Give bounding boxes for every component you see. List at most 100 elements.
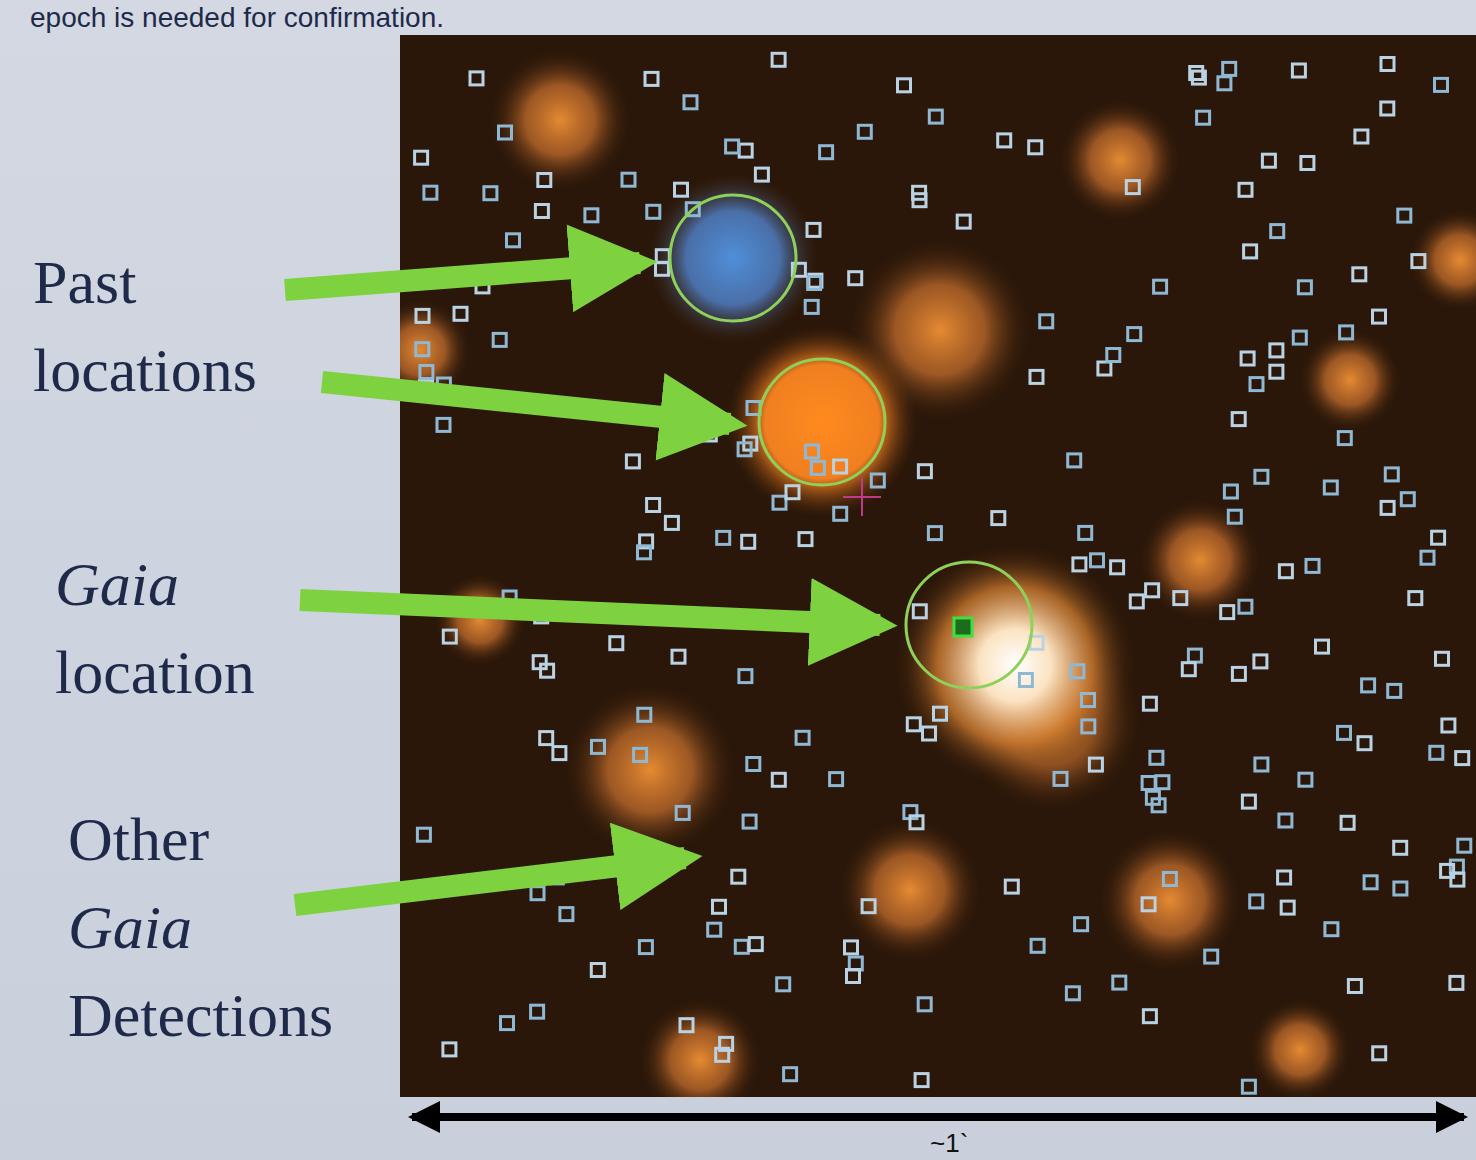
gaia-detection (1242, 1080, 1255, 1093)
gaia-detection (1293, 331, 1306, 344)
gaia-detection (1244, 245, 1257, 258)
source-glow (490, 50, 630, 190)
gaia-detection (1348, 980, 1361, 993)
gaia-detection (541, 664, 554, 677)
gaia-detection (1113, 976, 1126, 989)
gaia-detection (1075, 918, 1088, 931)
scale-label: ~1` (930, 1128, 968, 1158)
gaia-detection (1385, 468, 1398, 481)
gaia-detection (849, 272, 862, 285)
gaia-detection (1142, 898, 1155, 911)
gaia-detection (443, 630, 456, 643)
gaia-detection (957, 215, 970, 228)
gaia-detection (1458, 839, 1471, 852)
gaia-detection (1241, 352, 1254, 365)
gaia-detection (871, 474, 884, 487)
gaia-detection (1156, 776, 1169, 789)
gaia-detection (1381, 58, 1394, 71)
gaia-detection (622, 173, 635, 186)
gaia-detection (1066, 987, 1079, 1000)
callout-label: Gaialocation (55, 540, 255, 716)
gaia-detection (656, 262, 669, 275)
gaia-detection (1224, 485, 1237, 498)
gaia-detection (1388, 684, 1401, 697)
gaia-detection (796, 731, 809, 744)
gaia-detection (747, 758, 760, 771)
gaia-detection (773, 496, 786, 509)
gaia-detection (898, 79, 911, 92)
gaia-detection (1441, 864, 1454, 877)
gaia-detection (858, 125, 871, 138)
gaia-detection (1111, 561, 1124, 574)
gaia-detection (1430, 746, 1443, 759)
gaia-detection (1270, 344, 1283, 357)
gaia-detection (772, 773, 785, 786)
gaia-detection (1031, 939, 1044, 952)
gaia-detection (845, 941, 858, 954)
gaia-detection (540, 732, 553, 745)
gaia-detection (484, 187, 497, 200)
gaia-detection (560, 908, 573, 921)
gaia-detection (1040, 315, 1053, 328)
gaia-detection (1421, 551, 1434, 564)
header-text: epoch is needed for confirmation. (30, 2, 444, 34)
gaia-detection (1128, 328, 1141, 341)
gaia-detection (1091, 554, 1104, 567)
gaia-detection (735, 940, 748, 953)
gaia-detection (738, 443, 751, 456)
gaia-detection (739, 144, 752, 157)
gaia-detection (992, 512, 1005, 525)
gaia-detection (415, 151, 428, 164)
gaia-detection (1279, 565, 1292, 578)
gaia-detection (501, 1017, 514, 1030)
gaia-detection (1130, 595, 1143, 608)
gaia-detection (1190, 67, 1203, 80)
gaia-detection (1152, 799, 1165, 812)
gaia-detection (1353, 268, 1366, 281)
callout-label: OtherGaiaDetections (68, 795, 333, 1059)
gaia-detection (777, 978, 790, 991)
gaia-detection (786, 486, 799, 499)
gaia-detection (470, 72, 483, 85)
gaia-detection (675, 183, 688, 196)
gaia-detection (639, 941, 652, 954)
gaia-detection (1242, 795, 1255, 808)
gaia-detection (591, 964, 604, 977)
gaia-detection (1232, 667, 1245, 680)
gaia-detection (1373, 310, 1386, 323)
gaia-detection (1143, 697, 1156, 710)
gaia-detection (420, 366, 433, 379)
gaia-detection (610, 637, 623, 650)
gaia-detection (834, 460, 847, 473)
gaia-detection (1324, 481, 1337, 494)
gaia-detection (416, 343, 429, 356)
gaia-detection (454, 307, 467, 320)
gaia-detection (1362, 679, 1375, 692)
gaia-detection (1221, 606, 1234, 619)
gaia-detection (747, 402, 760, 415)
gaia-detection (918, 465, 931, 478)
gaia-detection (1126, 181, 1139, 194)
gaia-detection (1142, 777, 1155, 790)
gaia-detection (626, 455, 639, 468)
gaia-detection (1188, 649, 1201, 662)
gaia-detection (1089, 758, 1102, 771)
gaia-detection (1146, 584, 1159, 597)
gaia-detection (1298, 281, 1311, 294)
gaia-detection (1054, 772, 1067, 785)
gaia-detection (918, 998, 931, 1011)
gaia-detection (538, 174, 551, 187)
source-glow (1250, 1000, 1350, 1097)
gaia-detection (1381, 102, 1394, 115)
gaia-detection (755, 168, 768, 181)
gaia-detection (1373, 1047, 1386, 1060)
callout-label: Pastlocations (33, 238, 257, 414)
gaia-detection (1068, 454, 1081, 467)
gaia-detection (915, 1074, 928, 1087)
gaia-detection (1281, 901, 1294, 914)
gaia-detection (713, 900, 726, 913)
gaia-detection (1401, 493, 1414, 506)
gaia-detection (1150, 751, 1163, 764)
gaia-detection (830, 773, 843, 786)
gaia-detection (1292, 64, 1305, 77)
